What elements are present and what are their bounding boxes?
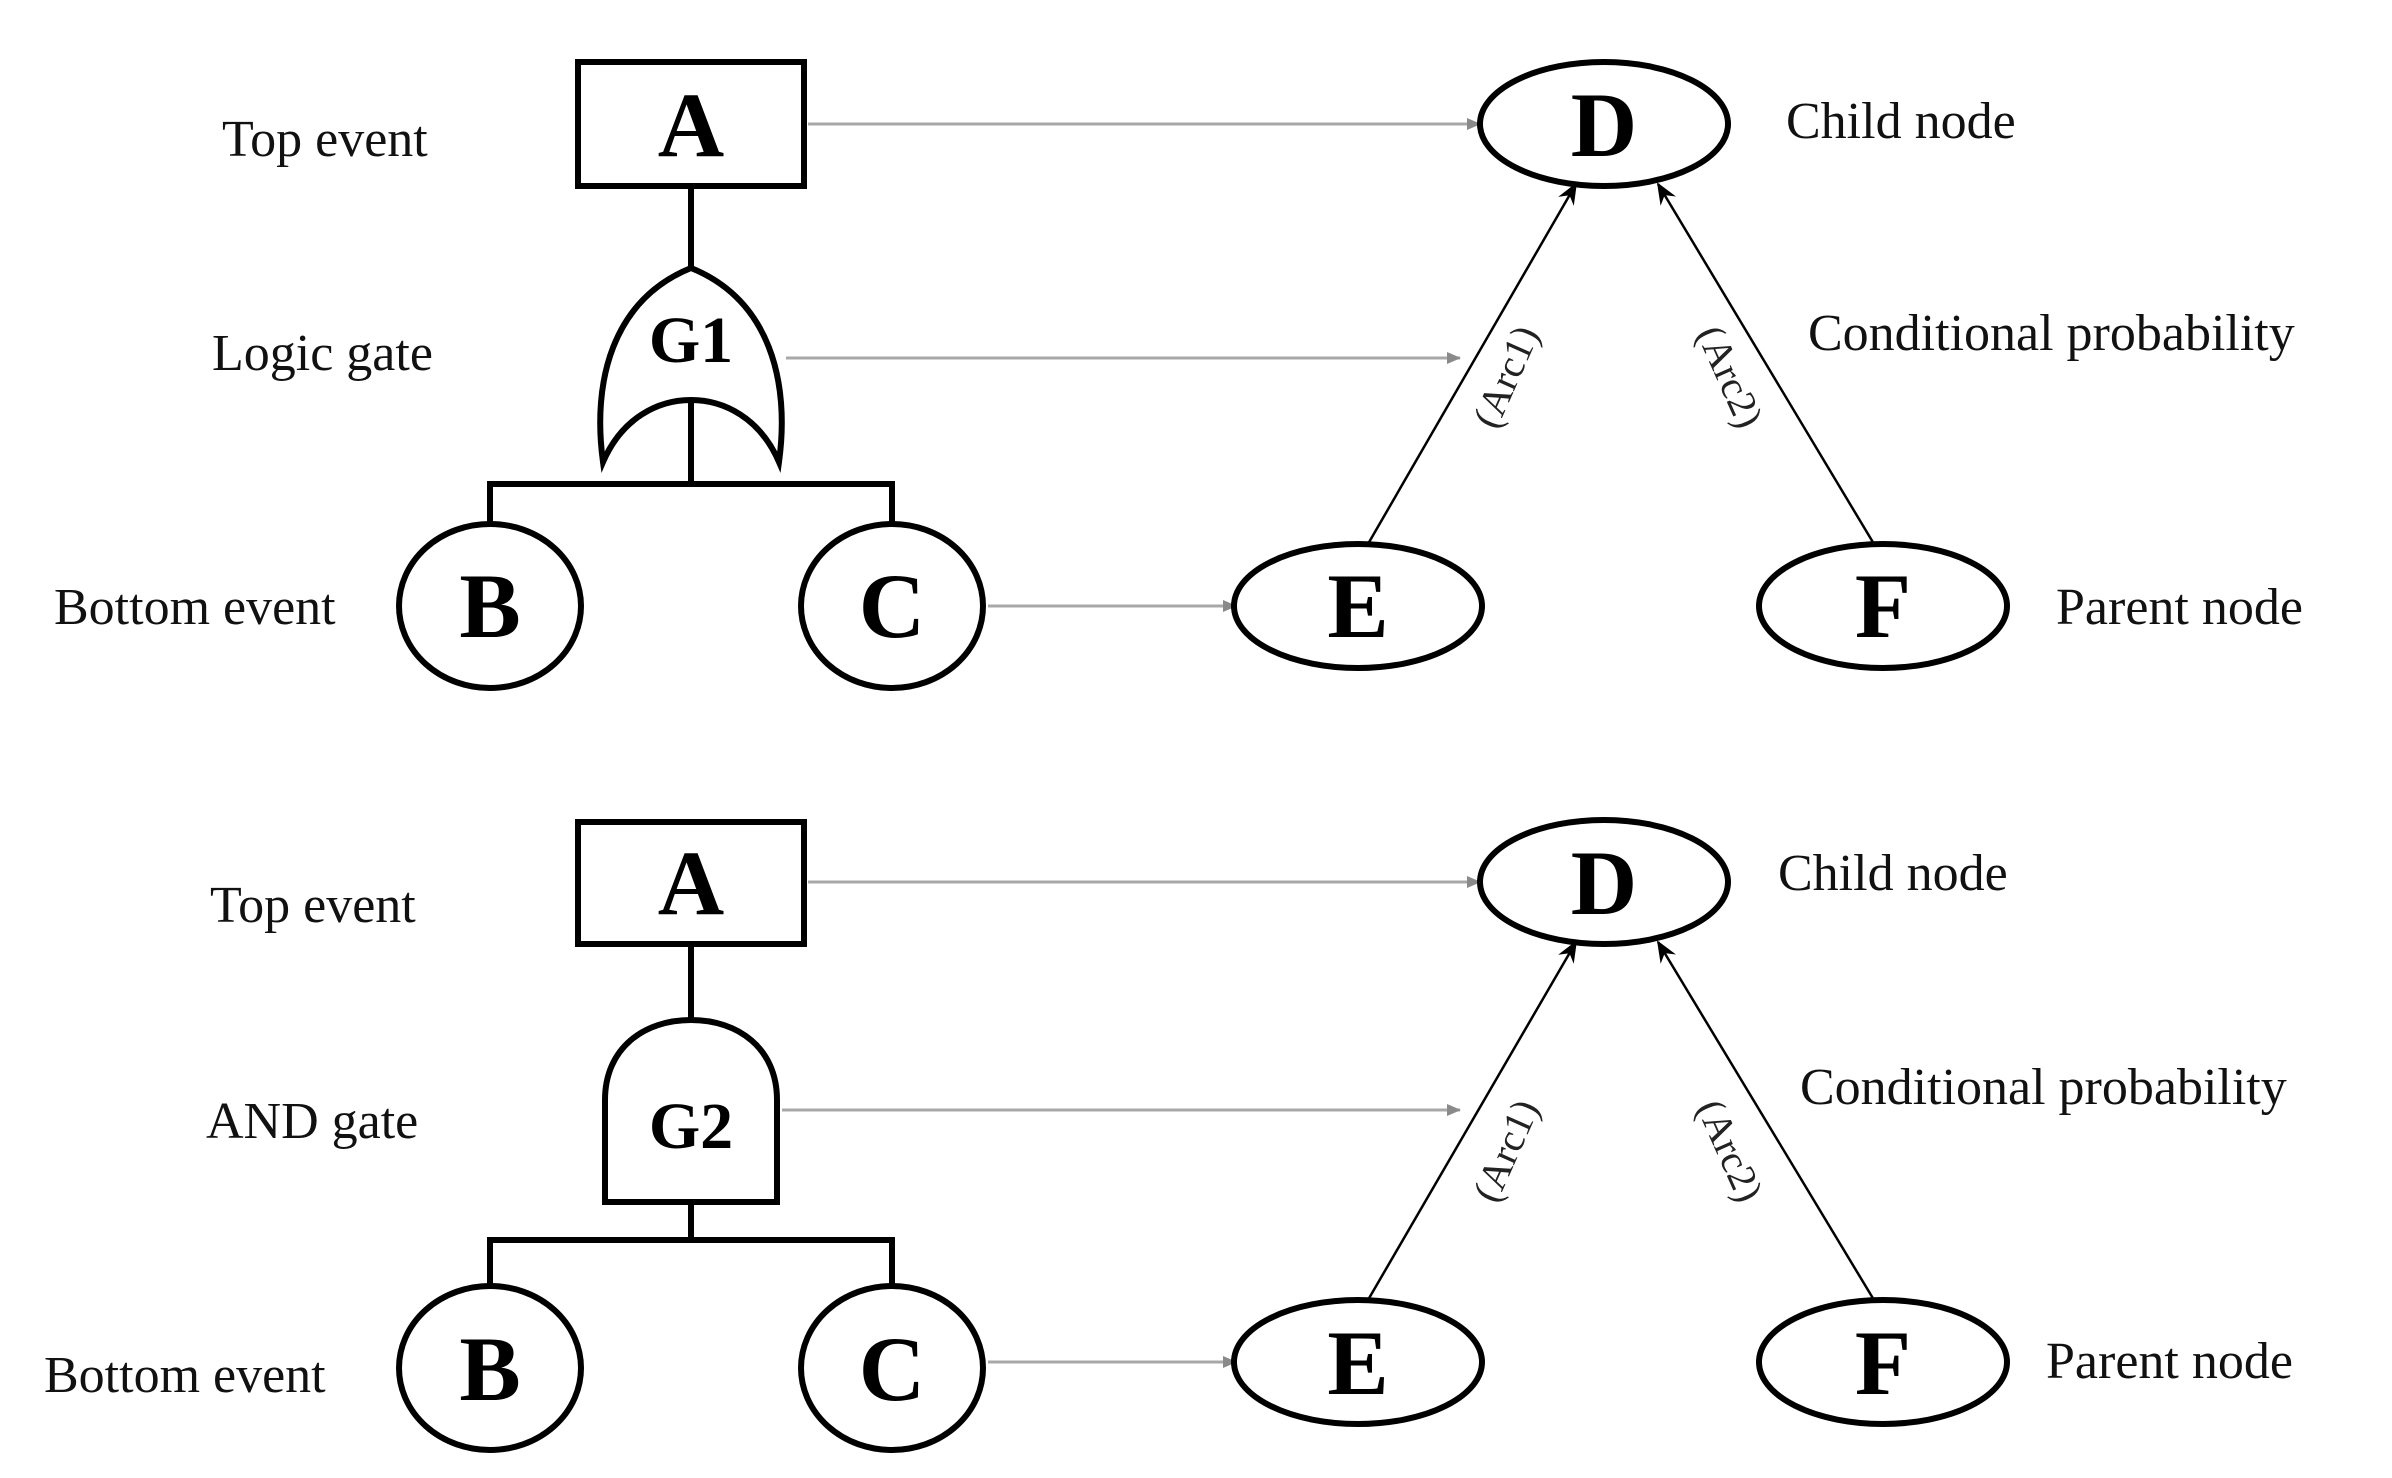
arc1-label: (Arc1) — [1463, 319, 1547, 435]
gate-letter: G2 — [649, 1090, 733, 1163]
panel-and-gate: Top event A AND gate G2 Bottom event B C… — [44, 817, 2293, 1453]
parent-node-f-letter: F — [1855, 555, 1911, 657]
parent-node-label: Parent node — [2056, 579, 2303, 636]
fault-tree-or: Top event A Logic gate G1 Bottom event B… — [54, 59, 986, 691]
gate-to-children-line — [487, 1237, 895, 1286]
fault-tree-and: Top event A AND gate G2 Bottom event B C — [44, 819, 986, 1453]
parent-node-e-letter: E — [1327, 1312, 1388, 1414]
gate-label: AND gate — [206, 1093, 418, 1150]
bottom-event-c — [798, 1283, 986, 1453]
child-node-label: Child node — [1778, 845, 2008, 902]
arc1-arrow — [1366, 182, 1578, 545]
gate-letter: G1 — [649, 304, 733, 377]
conditional-probability-label: Conditional probability — [1800, 1059, 2287, 1116]
parent-node-e-letter: E — [1327, 555, 1388, 657]
and-gate-symbol — [602, 1016, 780, 1205]
child-node-d-letter: D — [1571, 832, 1637, 934]
parent-node-f-letter: F — [1855, 1312, 1911, 1414]
parent-node-label: Parent node — [2046, 1333, 2293, 1390]
child-node-d — [1477, 817, 1731, 947]
parent-node-f — [1756, 541, 2010, 671]
child-node-label: Child node — [1786, 93, 2016, 150]
bottom-event-label: Bottom event — [54, 579, 336, 636]
parent-node-f — [1756, 1297, 2010, 1427]
arc2-arrow — [1656, 182, 1876, 545]
bayesian-network-1: D Child node E F Parent node (Arc1) (Arc… — [1231, 59, 2303, 671]
bottom-event-label: Bottom event — [44, 1347, 326, 1404]
top-event-label: Top event — [222, 111, 428, 168]
or-gate-symbol — [597, 264, 785, 474]
bottom-event-b-letter: B — [459, 555, 520, 657]
arc2-label: (Arc2) — [1688, 319, 1772, 435]
arc2-arrow — [1656, 940, 1876, 1301]
child-node-d-letter: D — [1571, 74, 1637, 176]
top-event-box — [575, 59, 807, 189]
conditional-probability-label: Conditional probability — [1808, 305, 2295, 362]
arc1-arrow — [1366, 940, 1578, 1301]
parent-node-e — [1231, 1297, 1485, 1427]
top-event-letter: A — [658, 832, 724, 934]
gate-to-children-line — [487, 481, 895, 530]
gate-label: Logic gate — [212, 325, 433, 382]
arc1-label: (Arc1) — [1463, 1093, 1547, 1209]
bottom-event-c — [798, 521, 986, 691]
bottom-event-c-letter: C — [859, 1318, 925, 1420]
child-node-d — [1477, 59, 1731, 189]
bottom-event-b — [396, 521, 584, 691]
bottom-event-b — [396, 1283, 584, 1453]
panel-or-gate: Top event A Logic gate G1 Bottom event B… — [54, 59, 2303, 691]
top-event-letter: A — [658, 74, 724, 176]
bayesian-network-2: D Child node E F Parent node (Arc1) (Arc… — [1231, 817, 2293, 1427]
top-event-label: Top event — [210, 877, 416, 934]
bottom-event-b-letter: B — [459, 1318, 520, 1420]
bottom-event-c-letter: C — [859, 555, 925, 657]
parent-node-e — [1231, 541, 1485, 671]
